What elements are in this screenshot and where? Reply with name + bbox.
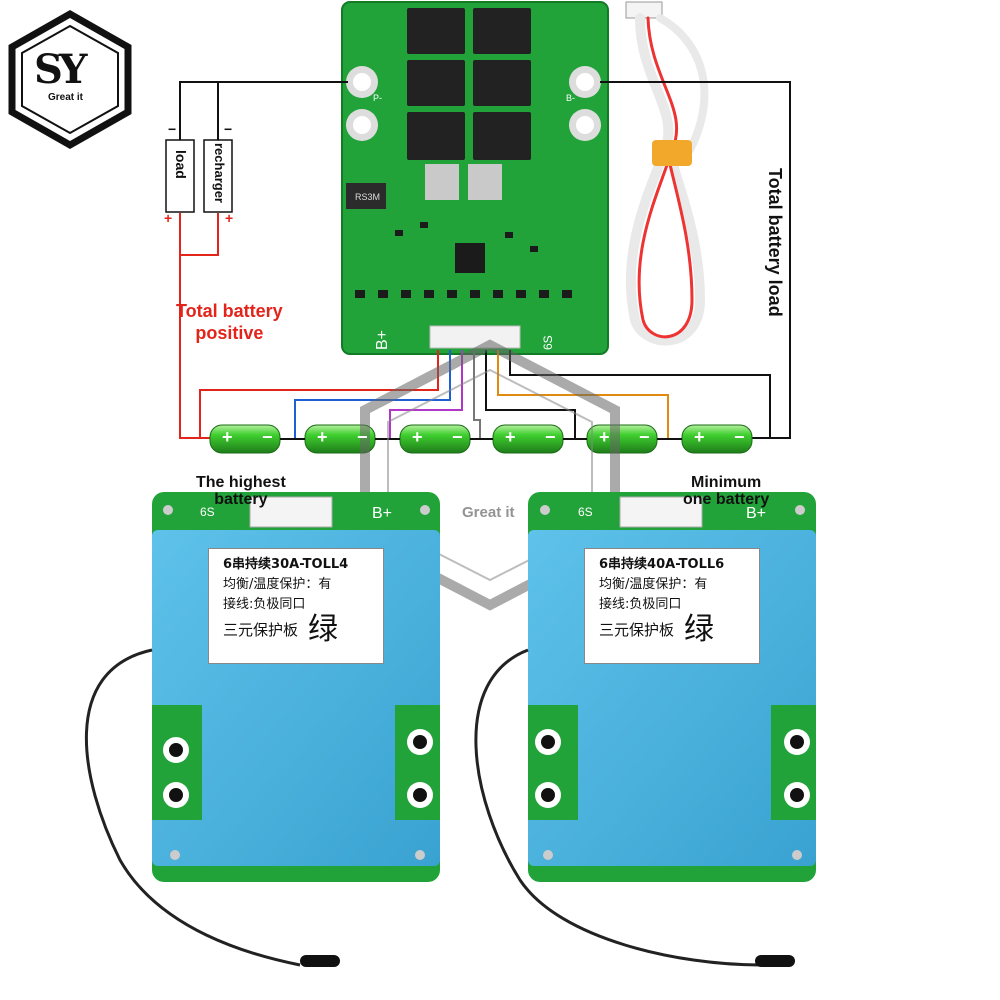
product-1-wiring: 接线:负极同口 <box>223 597 306 612</box>
cell-4-plus: + <box>505 427 516 447</box>
pcb-bplus-label: B+ <box>374 330 391 350</box>
cell-5-plus: + <box>599 427 610 447</box>
cell-2-plus: + <box>317 427 328 447</box>
pcb-p-label: P- <box>373 93 382 103</box>
load-plus-sign: + <box>164 210 173 226</box>
watermark-tagline: Great it <box>462 504 515 521</box>
board1-bplus-label: B+ <box>372 505 393 522</box>
highest-battery-label: The highest battery <box>196 474 286 508</box>
watermark-logo <box>360 339 620 611</box>
cell-5-minus: − <box>639 427 650 447</box>
total-positive-label: Total battery positive <box>176 301 283 343</box>
pcb-b-label: B- <box>566 93 575 103</box>
pcb-6s-label: 6S <box>541 335 555 350</box>
cell-6-minus: − <box>734 427 745 447</box>
board2-bplus-label: B+ <box>746 505 767 522</box>
board2-6s-label: 6S <box>578 505 593 519</box>
product-1-feature: 均衡/温度保护：有 <box>223 577 332 592</box>
load-box <box>165 139 195 213</box>
product-2-feature: 均衡/温度保护：有 <box>599 577 708 592</box>
bms-pcb-top <box>341 1 609 355</box>
total-battery-load-label: Total battery load <box>765 168 785 317</box>
cell-3-plus: + <box>412 427 423 447</box>
product-2-color: 绿 <box>684 612 715 647</box>
battery-string <box>209 424 753 454</box>
balance-cable <box>625 1 709 346</box>
product-2-wiring: 接线:负极同口 <box>599 597 682 612</box>
product-1-sticker: 6串持续30A-TOLL4 均衡/温度保护：有 接线:负极同口 三元保护板绿 <box>208 548 384 664</box>
product-1-color: 绿 <box>308 612 339 647</box>
cell-1-minus: − <box>262 427 273 447</box>
cell-4-minus: − <box>545 427 556 447</box>
logo-tagline: Great it <box>48 92 84 103</box>
brand-logo <box>8 9 132 150</box>
recharger-minus-sign: − <box>224 121 233 137</box>
cell-2-minus: − <box>357 427 368 447</box>
product-2-type: 三元保护板 <box>599 621 675 639</box>
pcb-rs-label: RS3M <box>355 192 380 202</box>
product-2-sticker: 6串持续40A-TOLL6 均衡/温度保护：有 接线:负极同口 三元保护板绿 <box>584 548 760 664</box>
product-1-type: 三元保护板 <box>223 621 299 639</box>
cell-3-minus: − <box>452 427 463 447</box>
logo-text: SY <box>34 46 87 93</box>
load-minus-sign: − <box>168 121 177 137</box>
minimum-battery-label: Minimum one battery <box>683 474 770 508</box>
board1-6s-label: 6S <box>200 505 215 519</box>
recharger-box <box>203 139 233 213</box>
product-2-model: 6串持续40A-TOLL6 <box>599 557 725 572</box>
load-label: load <box>173 150 189 179</box>
product-1-model: 6串持续30A-TOLL4 <box>223 557 349 572</box>
cell-1-plus: + <box>222 427 233 447</box>
cell-6-plus: + <box>694 427 705 447</box>
recharger-label: recharger <box>212 143 227 203</box>
recharger-plus-sign: + <box>225 210 234 226</box>
